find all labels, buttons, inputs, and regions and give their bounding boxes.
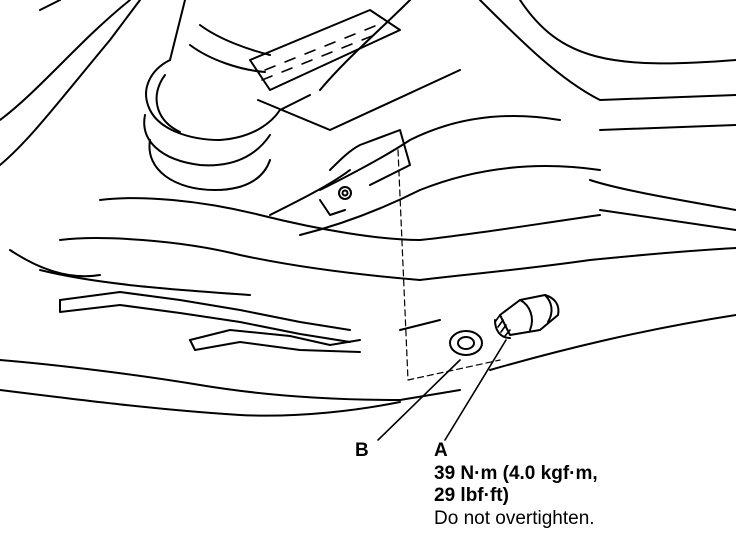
callout-a-letter: A bbox=[434, 440, 448, 461]
callout-b-letter: B bbox=[355, 440, 369, 461]
sealing-washer bbox=[449, 330, 483, 356]
leader-line-b bbox=[377, 359, 461, 441]
oil-pan bbox=[0, 291, 736, 417]
transmission-housing bbox=[39, 115, 736, 296]
body-frame-lines bbox=[0, 0, 736, 278]
drain-plug bbox=[494, 294, 560, 339]
alignment-dashed-line bbox=[397, 149, 501, 381]
heat-shield bbox=[249, 9, 461, 131]
axle-boot bbox=[143, 0, 411, 191]
torque-spec-line2: 29 lbf·ft) bbox=[434, 485, 509, 506]
leader-line-a bbox=[444, 339, 507, 441]
leader-lines bbox=[377, 339, 507, 441]
overtighten-warning: Do not overtighten. bbox=[434, 508, 595, 529]
torque-spec-line1: 39 N·m (4.0 kgf·m, bbox=[434, 463, 598, 484]
